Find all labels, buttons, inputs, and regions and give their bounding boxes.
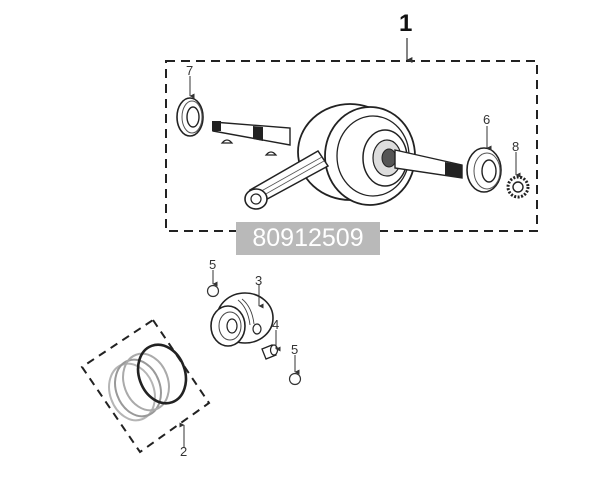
callout-5-upper: 5 [209, 257, 217, 272]
right-bearing [466, 126, 502, 193]
left-shaft [212, 121, 291, 156]
piston [210, 284, 274, 347]
right-shaft [394, 149, 463, 179]
drive-gear [506, 152, 530, 199]
callout-2: 2 [180, 444, 188, 459]
callout-6: 6 [483, 112, 491, 127]
callout-1: 1 [399, 10, 413, 37]
crank-web [297, 103, 416, 206]
left-bearing [176, 76, 204, 137]
connecting-rod [244, 150, 330, 210]
callout-8: 8 [512, 139, 520, 154]
callout-7: 7 [186, 63, 194, 78]
piston-pin-clip-upper [206, 270, 220, 298]
piston-rings [108, 343, 188, 422]
piston-pin-clip-lower [288, 355, 302, 386]
piston-pin [261, 330, 281, 360]
callout-4: 4 [272, 317, 280, 332]
part-number-watermark: 80912509 [236, 222, 380, 255]
callout-5-lower: 5 [291, 342, 299, 357]
callout-3: 3 [255, 273, 263, 288]
piston-ring-box [80, 318, 211, 454]
